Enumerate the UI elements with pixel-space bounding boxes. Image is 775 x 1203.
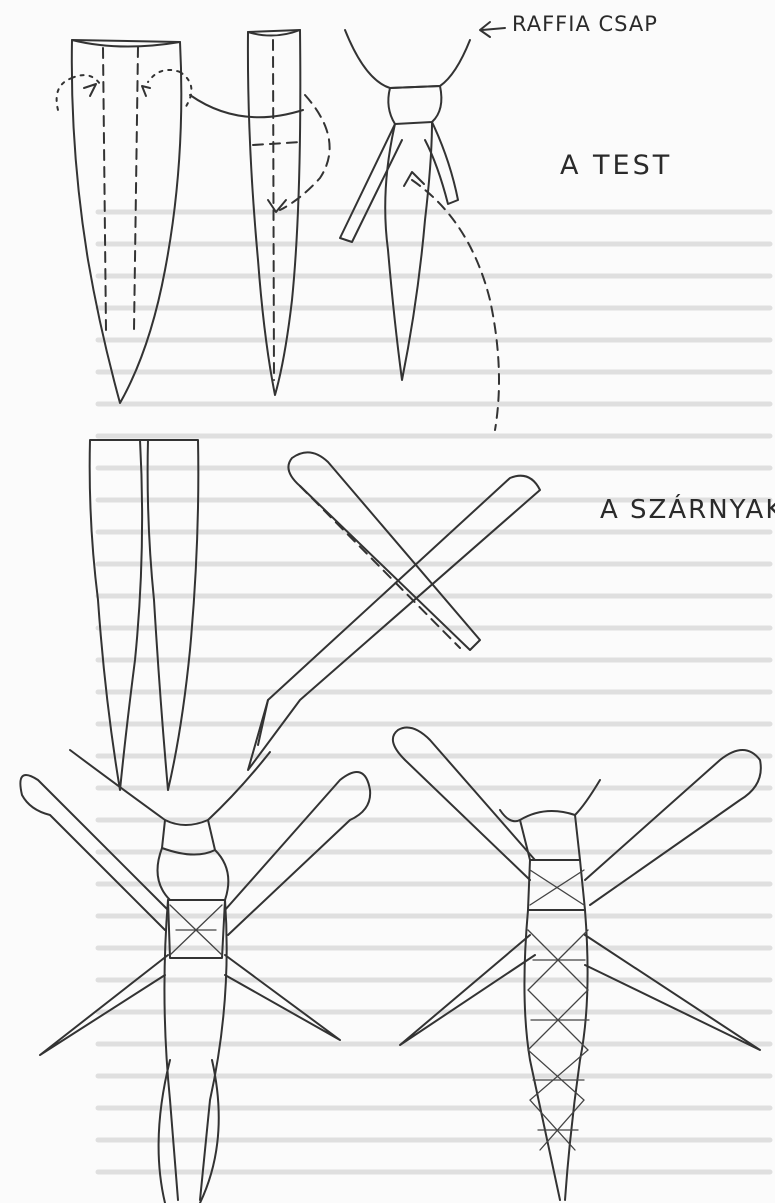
raffia-pin-label: RAFFIA CSAP xyxy=(512,12,658,36)
wing-strips-pair xyxy=(90,440,199,790)
body-with-raffia-pin xyxy=(340,22,505,430)
insect-assembled-right xyxy=(393,728,761,1200)
wings-section-label: A SZÁRNYAK xyxy=(600,495,775,525)
bleed-through-text xyxy=(98,212,770,1172)
body-section-label: A TEST xyxy=(560,150,672,181)
body-fold-step-1 xyxy=(57,40,192,403)
